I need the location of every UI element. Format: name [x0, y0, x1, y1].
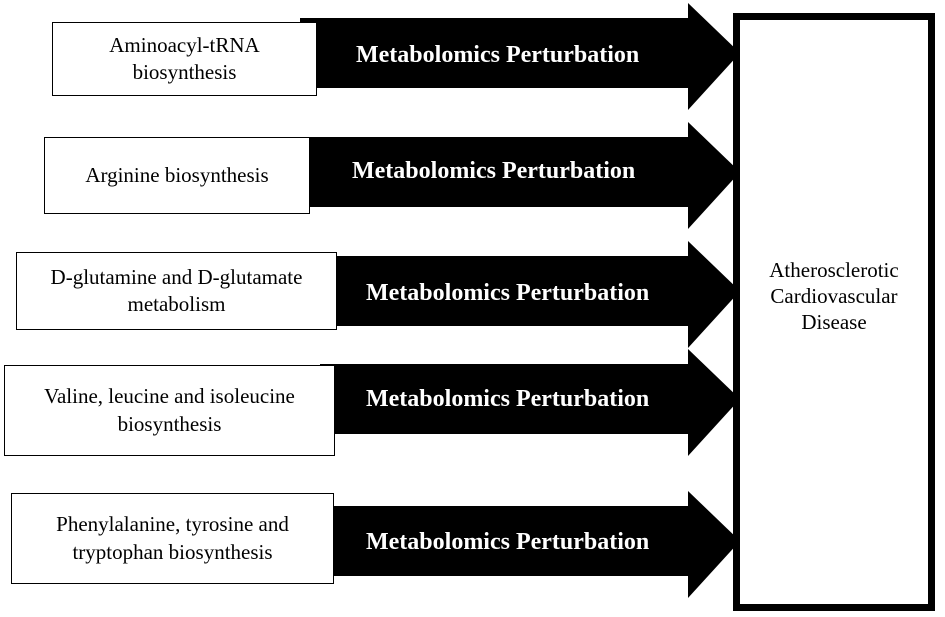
arrow-5-shape — [320, 491, 740, 598]
outcome-label: Atherosclerotic Cardiovascular Disease — [769, 257, 899, 335]
pathway-box-phenylalanine: Phenylalanine, tyrosine and tryptophan b… — [11, 493, 334, 584]
pathway-label: D-glutamine and D-glutamate metabolism — [50, 264, 303, 316]
arrow-4-label: Metabolomics Perturbation — [366, 386, 649, 412]
pathway-label: Phenylalanine, tyrosine and tryptophan b… — [56, 512, 289, 564]
arrow-5: Metabolomics Perturbation — [320, 491, 740, 598]
outcome-box: Atherosclerotic Cardiovascular Disease — [733, 13, 935, 611]
arrow-3: Metabolomics Perturbation — [320, 241, 740, 348]
arrow-2-label: Metabolomics Perturbation — [352, 158, 635, 184]
arrow-4-shape — [320, 349, 740, 456]
pathway-box-arginine: Arginine biosynthesis — [44, 137, 310, 214]
arrow-1: Metabolomics Perturbation — [300, 3, 740, 110]
pathway-label: Aminoacyl-tRNA biosynthesis — [109, 32, 260, 84]
pathway-box-valine-leucine: Valine, leucine and isoleucine biosynthe… — [4, 365, 335, 456]
arrow-3-label: Metabolomics Perturbation — [366, 280, 649, 306]
pathway-label: Valine, leucine and isoleucine biosynthe… — [44, 384, 295, 436]
arrow-2: Metabolomics Perturbation — [295, 122, 740, 229]
arrow-2-shape — [295, 122, 740, 229]
pathway-box-d-glutamine: D-glutamine and D-glutamate metabolism — [16, 252, 337, 330]
arrow-5-label: Metabolomics Perturbation — [366, 529, 649, 555]
arrow-1-shape — [300, 3, 740, 110]
arrow-3-shape — [320, 241, 740, 348]
arrow-4: Metabolomics Perturbation — [320, 349, 740, 456]
arrow-1-label: Metabolomics Perturbation — [356, 42, 639, 68]
pathway-box-aminoacyl-trna: Aminoacyl-tRNA biosynthesis — [52, 22, 317, 96]
pathway-label: Arginine biosynthesis — [85, 162, 269, 187]
